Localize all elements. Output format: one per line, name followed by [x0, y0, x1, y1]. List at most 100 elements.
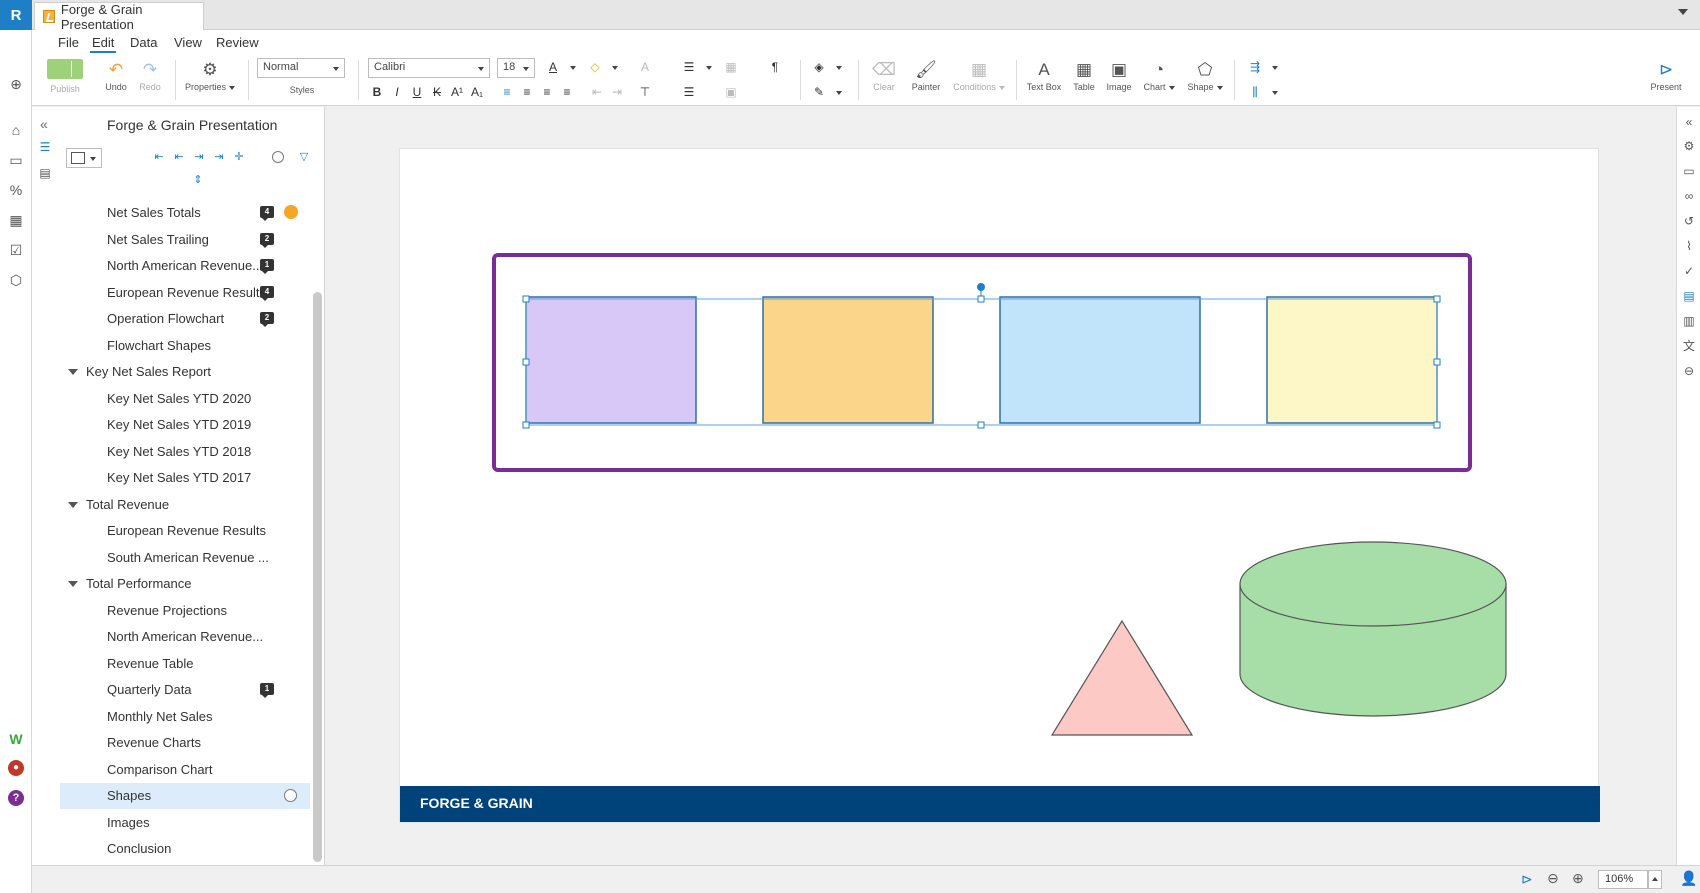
outline-item[interactable]: Revenue Table — [60, 651, 310, 677]
variables-icon[interactable]: % — [9, 182, 23, 198]
font-color-dropdown[interactable] — [562, 58, 580, 76]
outline-item[interactable]: Key Net Sales YTD 2018 — [60, 439, 310, 465]
subscript-button[interactable]: A₁ — [470, 85, 484, 99]
home-icon[interactable]: ⌂ — [11, 122, 21, 138]
check-circle-icon[interactable]: ✓ — [1683, 264, 1695, 278]
zoom-out-icon[interactable]: ⊖ — [1547, 870, 1559, 886]
comment-count-badge[interactable]: 2 — [260, 232, 274, 248]
comments-view-icon[interactable]: ▤ — [39, 166, 51, 180]
app-logo[interactable]: R — [0, 0, 32, 30]
slide[interactable]: FORGE & GRAIN — [399, 148, 1600, 823]
numbered-list-button[interactable]: ☰ — [683, 85, 695, 99]
menu-review[interactable]: Review — [216, 35, 259, 50]
outline-item[interactable]: Key Net Sales YTD 2020 — [60, 386, 310, 412]
comment-count-badge[interactable]: 4 — [260, 285, 274, 301]
outline-scrollbar[interactable] — [313, 292, 322, 862]
outline-item[interactable]: North American Revenue...1 — [60, 253, 310, 279]
tasks-icon[interactable]: ☑ — [9, 242, 23, 258]
play-slideshow-icon[interactable]: ⊳ — [1521, 871, 1533, 887]
add-section-button[interactable] — [66, 148, 102, 168]
outline-item[interactable]: European Revenue Results — [60, 518, 310, 544]
decrease-indent-button[interactable]: ⇤ — [591, 85, 603, 99]
chevron-down-icon[interactable] — [68, 369, 78, 375]
sync-icon[interactable]: ⊖ — [1683, 364, 1695, 378]
present-button[interactable]: ⊳ Present — [1646, 60, 1686, 92]
align-right-button[interactable]: ≡ — [543, 85, 551, 99]
outline-item[interactable]: Comparison Chart — [60, 757, 310, 783]
expand-icon[interactable]: ✛ — [234, 151, 244, 163]
line-color-dropdown[interactable] — [828, 83, 846, 101]
outline-section[interactable]: Key Net Sales Report — [60, 359, 310, 385]
font-family-select[interactable]: Calibri — [368, 58, 490, 78]
chevron-down-icon[interactable] — [68, 501, 78, 508]
vertical-align-button[interactable]: ⊤ — [639, 85, 651, 99]
zoom-chevron-up-icon[interactable] — [1648, 870, 1662, 889]
collapse-panel-icon[interactable]: « — [40, 116, 48, 132]
distribute-dropdown[interactable] — [1264, 83, 1282, 101]
outdent-icon[interactable]: ⇤ — [174, 151, 184, 163]
bullet-list-dropdown[interactable] — [698, 58, 716, 76]
notes-icon[interactable]: ▥ — [1683, 314, 1695, 328]
folder-icon[interactable]: ▭ — [9, 152, 23, 168]
calendar-icon[interactable]: ▦ — [9, 212, 23, 228]
indent-all-icon[interactable]: ⇥ — [214, 151, 224, 163]
outline-item[interactable]: Monthly Net Sales — [60, 704, 310, 730]
outline-item[interactable]: Key Net Sales YTD 2017 — [60, 465, 310, 491]
resize-handles[interactable] — [522, 295, 1441, 429]
outline-view-icon[interactable]: ☰ — [39, 140, 51, 154]
menu-file[interactable]: File — [58, 35, 79, 50]
superscript-button[interactable]: A¹ — [451, 85, 463, 99]
arrange-button[interactable]: ⇶ — [1249, 60, 1261, 74]
text-box-button[interactable]: A Text Box — [1024, 60, 1064, 92]
fill-color-dropdown[interactable] — [828, 58, 846, 76]
chart-button[interactable]: ◔ Chart — [1138, 60, 1180, 92]
avatar[interactable]: ● — [8, 760, 24, 776]
history-icon[interactable]: ↺ — [1683, 214, 1695, 228]
outdent-all-icon[interactable]: ⇤ — [154, 151, 164, 163]
cube-icon[interactable]: ⬡ — [9, 272, 23, 288]
status-filter-circle-icon[interactable] — [272, 151, 284, 163]
rotation-handle[interactable] — [977, 283, 985, 291]
settings-gear-icon[interactable]: ⚙ — [1683, 139, 1695, 153]
outline-section[interactable]: Total Revenue — [60, 492, 310, 518]
conditions-button[interactable]: ▦ Conditions — [950, 60, 1008, 92]
purple-rectangle[interactable] — [525, 296, 697, 424]
italic-button[interactable]: I — [395, 85, 399, 99]
borders-button[interactable]: ▦ — [725, 60, 737, 74]
status-dot-icon[interactable] — [284, 205, 298, 219]
comment-count-badge[interactable]: 2 — [260, 312, 274, 327]
attachment-icon[interactable]: ⌇ — [1686, 239, 1692, 253]
translate-icon[interactable]: 文 — [1682, 339, 1695, 353]
underline-button[interactable]: U — [412, 85, 422, 99]
cell-style-button[interactable]: ▣ — [725, 85, 737, 99]
outline-item[interactable]: Shapes — [60, 783, 310, 809]
text-effects-button[interactable]: A — [640, 60, 649, 74]
workiva-logo-icon[interactable]: W — [9, 731, 23, 747]
distribute-button[interactable]: ⫼ — [1252, 85, 1258, 99]
menu-view[interactable]: View — [174, 35, 202, 50]
status-circle-icon[interactable] — [284, 789, 297, 802]
highlight-button[interactable]: ◇ — [590, 60, 600, 74]
shape-button[interactable]: ⬠ Shape — [1184, 60, 1226, 92]
expand-panel-icon[interactable]: « — [1685, 115, 1693, 129]
line-color-button[interactable]: ✎ — [813, 85, 825, 99]
comment-count-badge[interactable]: 4 — [260, 206, 274, 221]
outline-item[interactable]: Revenue Charts — [60, 730, 310, 756]
outline-item[interactable]: Flowchart Shapes — [60, 333, 310, 359]
menu-data[interactable]: Data — [130, 35, 158, 50]
highlight-dropdown[interactable] — [604, 58, 622, 76]
yellow-rectangle[interactable] — [1266, 296, 1438, 424]
triangle-shape[interactable] — [1050, 619, 1194, 736]
fill-color-button[interactable]: ◈ — [814, 60, 824, 74]
comment-count-badge[interactable]: 1 — [260, 683, 274, 698]
justify-button[interactable]: ≡ — [563, 85, 571, 99]
document-tab[interactable]: Forge & Grain Presentation — [34, 2, 204, 32]
outline-item[interactable]: North American Revenue... — [60, 624, 310, 650]
outline-item[interactable]: Key Net Sales YTD 2019 — [60, 412, 310, 438]
orange-rectangle[interactable] — [762, 296, 934, 424]
zoom-level-input[interactable]: 106% — [1598, 870, 1648, 889]
outline-item[interactable]: South American Revenue ... — [60, 545, 310, 571]
